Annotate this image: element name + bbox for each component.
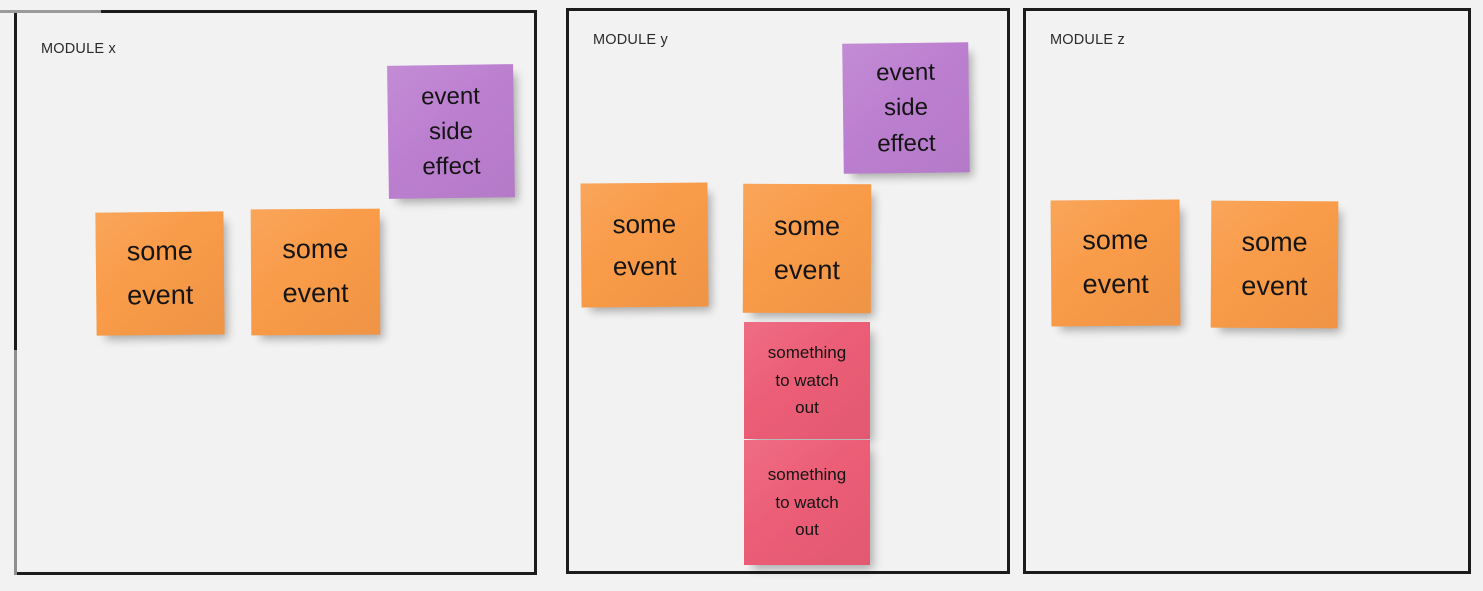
note-line: some — [1241, 226, 1308, 257]
sticky-note-event[interactable]: some event — [1050, 199, 1181, 327]
sticky-note-side-effect[interactable]: event side effect — [387, 64, 515, 199]
board-edge-artifact-left — [14, 350, 17, 575]
note-line: something — [767, 343, 847, 363]
sticky-note-watch-out[interactable]: something to watch out — [744, 440, 870, 565]
sticky-note-event[interactable]: some event — [95, 211, 225, 336]
sticky-note-event[interactable]: some event — [742, 183, 872, 314]
note-line: to watch — [775, 370, 839, 390]
note-line: effect — [877, 129, 936, 157]
note-line: to watch — [775, 492, 839, 512]
sticky-note-watch-out[interactable]: something to watch out — [744, 322, 870, 439]
note-line: out — [795, 398, 819, 418]
module-panel-x[interactable]: MODULE x some event some event event sid… — [14, 10, 537, 575]
board-edge-artifact-top — [0, 10, 101, 13]
note-line: some — [1082, 225, 1149, 256]
sticky-note-side-effect[interactable]: event side effect — [842, 42, 970, 174]
module-label-y: MODULE y — [593, 32, 668, 48]
note-line: event — [876, 59, 936, 87]
note-line: effect — [422, 152, 481, 181]
note-line: event — [1241, 270, 1308, 301]
note-line: event — [773, 254, 841, 285]
note-line: some — [282, 234, 349, 265]
note-line: side — [883, 94, 929, 122]
note-line: side — [428, 117, 474, 146]
note-line: event — [127, 279, 194, 310]
sticky-note-event[interactable]: some event — [250, 208, 381, 336]
sticky-note-event[interactable]: some event — [580, 182, 709, 308]
note-line: event — [282, 277, 349, 309]
note-line: some — [774, 210, 841, 241]
note-line: some — [612, 208, 677, 240]
module-label-z: MODULE z — [1050, 32, 1125, 48]
note-line: out — [795, 520, 819, 540]
sticky-note-event[interactable]: some event — [1210, 200, 1339, 329]
note-line: event — [1082, 268, 1149, 300]
note-line: some — [126, 235, 193, 267]
note-line: event — [420, 82, 481, 111]
note-line: something — [767, 465, 847, 485]
note-line: event — [612, 250, 677, 282]
module-label-x: MODULE x — [41, 41, 116, 57]
